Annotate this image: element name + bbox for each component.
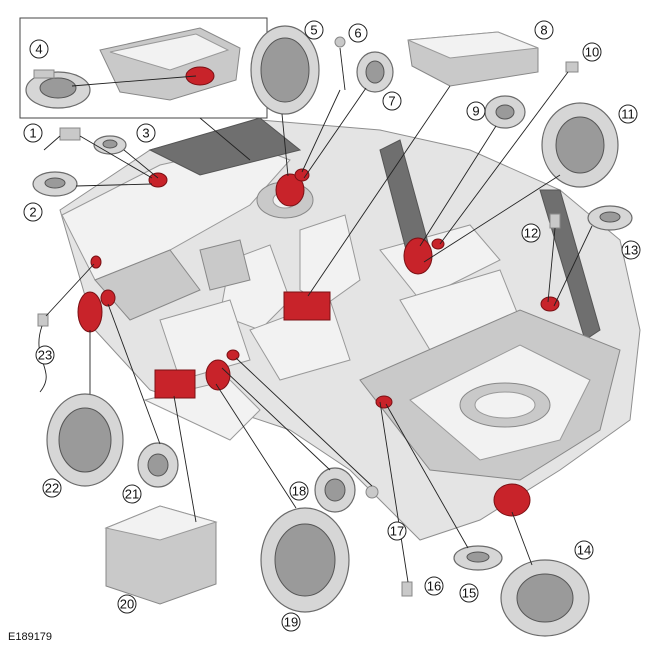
callout-label: 22: [45, 481, 59, 496]
callout-label: 4: [35, 42, 42, 57]
callout-label: 23: [38, 348, 52, 363]
callout-label: 15: [462, 586, 476, 601]
callout-11: 11: [618, 104, 638, 124]
callout-label: 7: [388, 94, 395, 109]
callout-18: 18: [289, 481, 309, 501]
callout-label: 10: [585, 45, 599, 60]
callout-12: 12: [521, 223, 541, 243]
callout-1: 1: [23, 123, 43, 143]
callout-label: 2: [29, 205, 36, 220]
callout-3: 3: [136, 123, 156, 143]
figure-id-label: E189179: [8, 631, 52, 643]
callout-label: 1: [29, 126, 36, 141]
callout-16: 16: [424, 576, 444, 596]
callout-7: 7: [382, 91, 402, 111]
callout-label: 11: [621, 107, 635, 122]
callout-20: 20: [117, 594, 137, 614]
installed-components: [77, 168, 560, 517]
callout-19: 19: [281, 612, 301, 632]
callout-9: 9: [466, 101, 486, 121]
callout-2: 2: [23, 202, 43, 222]
callout-label: 3: [142, 126, 149, 141]
callout-4: 4: [29, 39, 49, 59]
callout-6: 6: [348, 23, 368, 43]
callout-10: 10: [582, 42, 602, 62]
callout-label: 9: [472, 104, 479, 119]
leader-lines: [45, 71, 593, 583]
callout-label: 6: [354, 26, 361, 41]
callout-label: 5: [310, 23, 317, 38]
component-illustrations: [32, 25, 633, 637]
callout-label: 13: [624, 243, 638, 258]
detail-inset-box: [19, 17, 268, 119]
callout-markers: 1 2 3 4 5 6 7 8 9 10 11 12 13 14 15 16 1…: [23, 20, 641, 632]
callout-label: 18: [292, 484, 306, 499]
vehicle-body: [59, 117, 641, 541]
callout-5: 5: [304, 20, 324, 40]
callout-8: 8: [534, 20, 554, 40]
callout-label: 12: [524, 226, 538, 241]
callout-label: 16: [427, 579, 441, 594]
callout-22: 22: [42, 478, 62, 498]
callout-label: 8: [540, 23, 547, 38]
callout-label: 17: [390, 524, 404, 539]
callout-label: 14: [577, 543, 591, 558]
callout-17: 17: [387, 521, 407, 541]
callout-14: 14: [574, 540, 594, 560]
callout-label: 21: [125, 487, 139, 502]
callout-13: 13: [621, 240, 641, 260]
callout-label: 20: [120, 597, 134, 612]
callout-15: 15: [459, 583, 479, 603]
callout-21: 21: [122, 484, 142, 504]
callout-23: 23: [35, 345, 55, 365]
callout-label: 19: [284, 615, 298, 630]
